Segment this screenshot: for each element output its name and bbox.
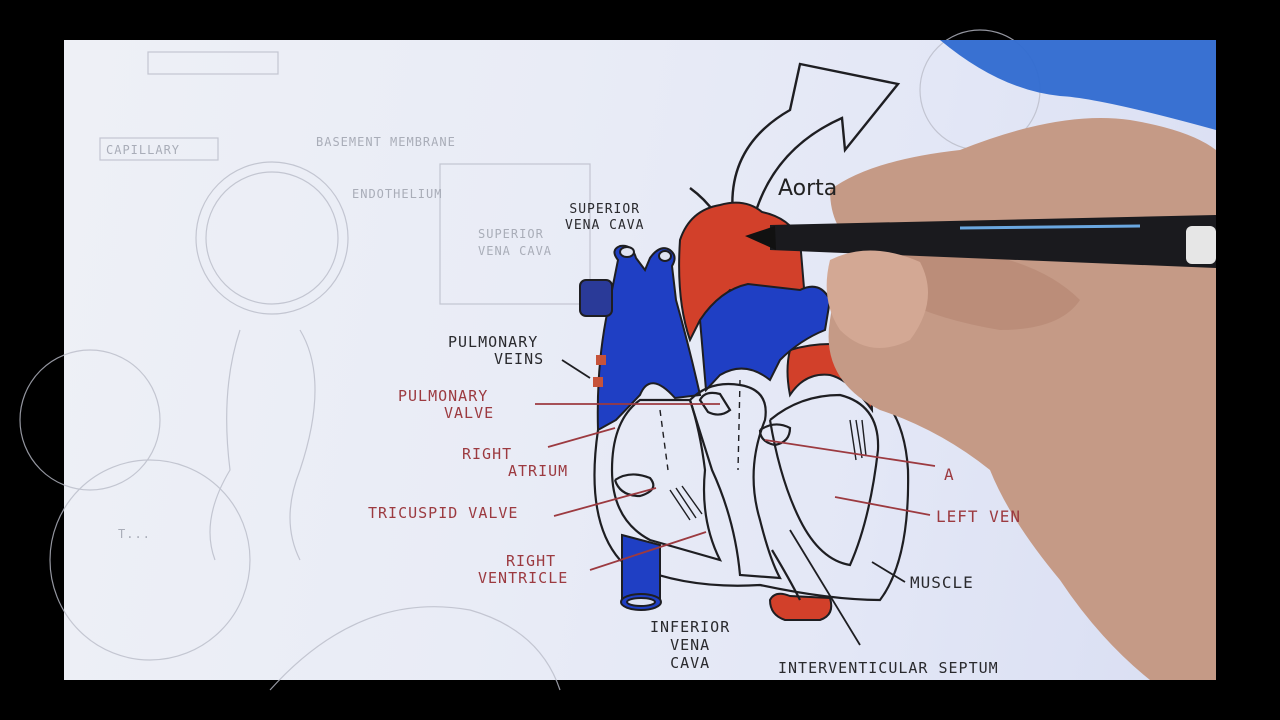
faint-label-capillary: CAPILLARY — [106, 143, 181, 157]
label-muscle: MUSCLE — [910, 573, 974, 592]
label-line: PULMONARY — [398, 387, 489, 405]
label-line: INFERIOR — [650, 618, 731, 636]
label-right-atrium: RIGHT ATRIUM — [462, 446, 568, 480]
label-pulmonary-veins: PULMONARY VEINS — [448, 334, 544, 368]
faint-label-t: T... — [118, 527, 151, 541]
label-right-ventricle: RIGHT VENTRICLE — [478, 553, 568, 587]
faint-label-endothelium: ENDOTHELIUM — [352, 187, 443, 201]
label-line: ATRIUM — [508, 462, 569, 480]
label-interventricular-septum: INTERVENTICULAR SEPTUM — [778, 659, 999, 677]
chordae-tendineae — [659, 379, 867, 521]
label-pulmonary-valve: PULMONARY VALVE — [398, 388, 494, 422]
faint-label-basement-membrane: BASEMENT MEMBRANE — [316, 135, 456, 149]
label-line: CAVA — [670, 654, 711, 672]
background-pencil-sketches — [19, 29, 1041, 691]
inferior-vena-cava-shape — [620, 533, 662, 611]
label-line: RIGHT — [462, 445, 513, 463]
label-superior-vena-cava: SUPERIOR VENA CAVA — [565, 202, 644, 234]
label-line: RIGHT — [506, 552, 557, 570]
label-line: VENA CAVA — [565, 218, 645, 233]
black-leader-lines — [561, 359, 906, 646]
label-line: VENA — [670, 636, 711, 654]
label-line: VALVE — [444, 404, 495, 422]
superior-vena-cava-shape — [579, 244, 702, 432]
faint-label-superior-vena-cava: SUPERIOR VENA CAVA — [478, 227, 553, 258]
label-tricuspid-valve: TRICUSPID VALVE — [368, 504, 519, 522]
label-aorta: Aorta — [778, 176, 838, 201]
label-inferior-vena-cava: INFERIOR VENA CAVA — [650, 618, 730, 672]
label-line: SUPERIOR — [569, 202, 641, 217]
label-aortic-valve: A — [944, 465, 955, 484]
label-line: VEINS — [494, 350, 545, 368]
label-line: PULMONARY — [448, 333, 539, 351]
label-left-ventricle: LEFT VEN — [936, 507, 1022, 526]
hand-with-pen — [745, 40, 1216, 680]
label-line: VENTRICLE — [478, 569, 569, 587]
red-leader-lines — [535, 403, 936, 571]
pulmonary-trunk-shape — [698, 282, 832, 393]
